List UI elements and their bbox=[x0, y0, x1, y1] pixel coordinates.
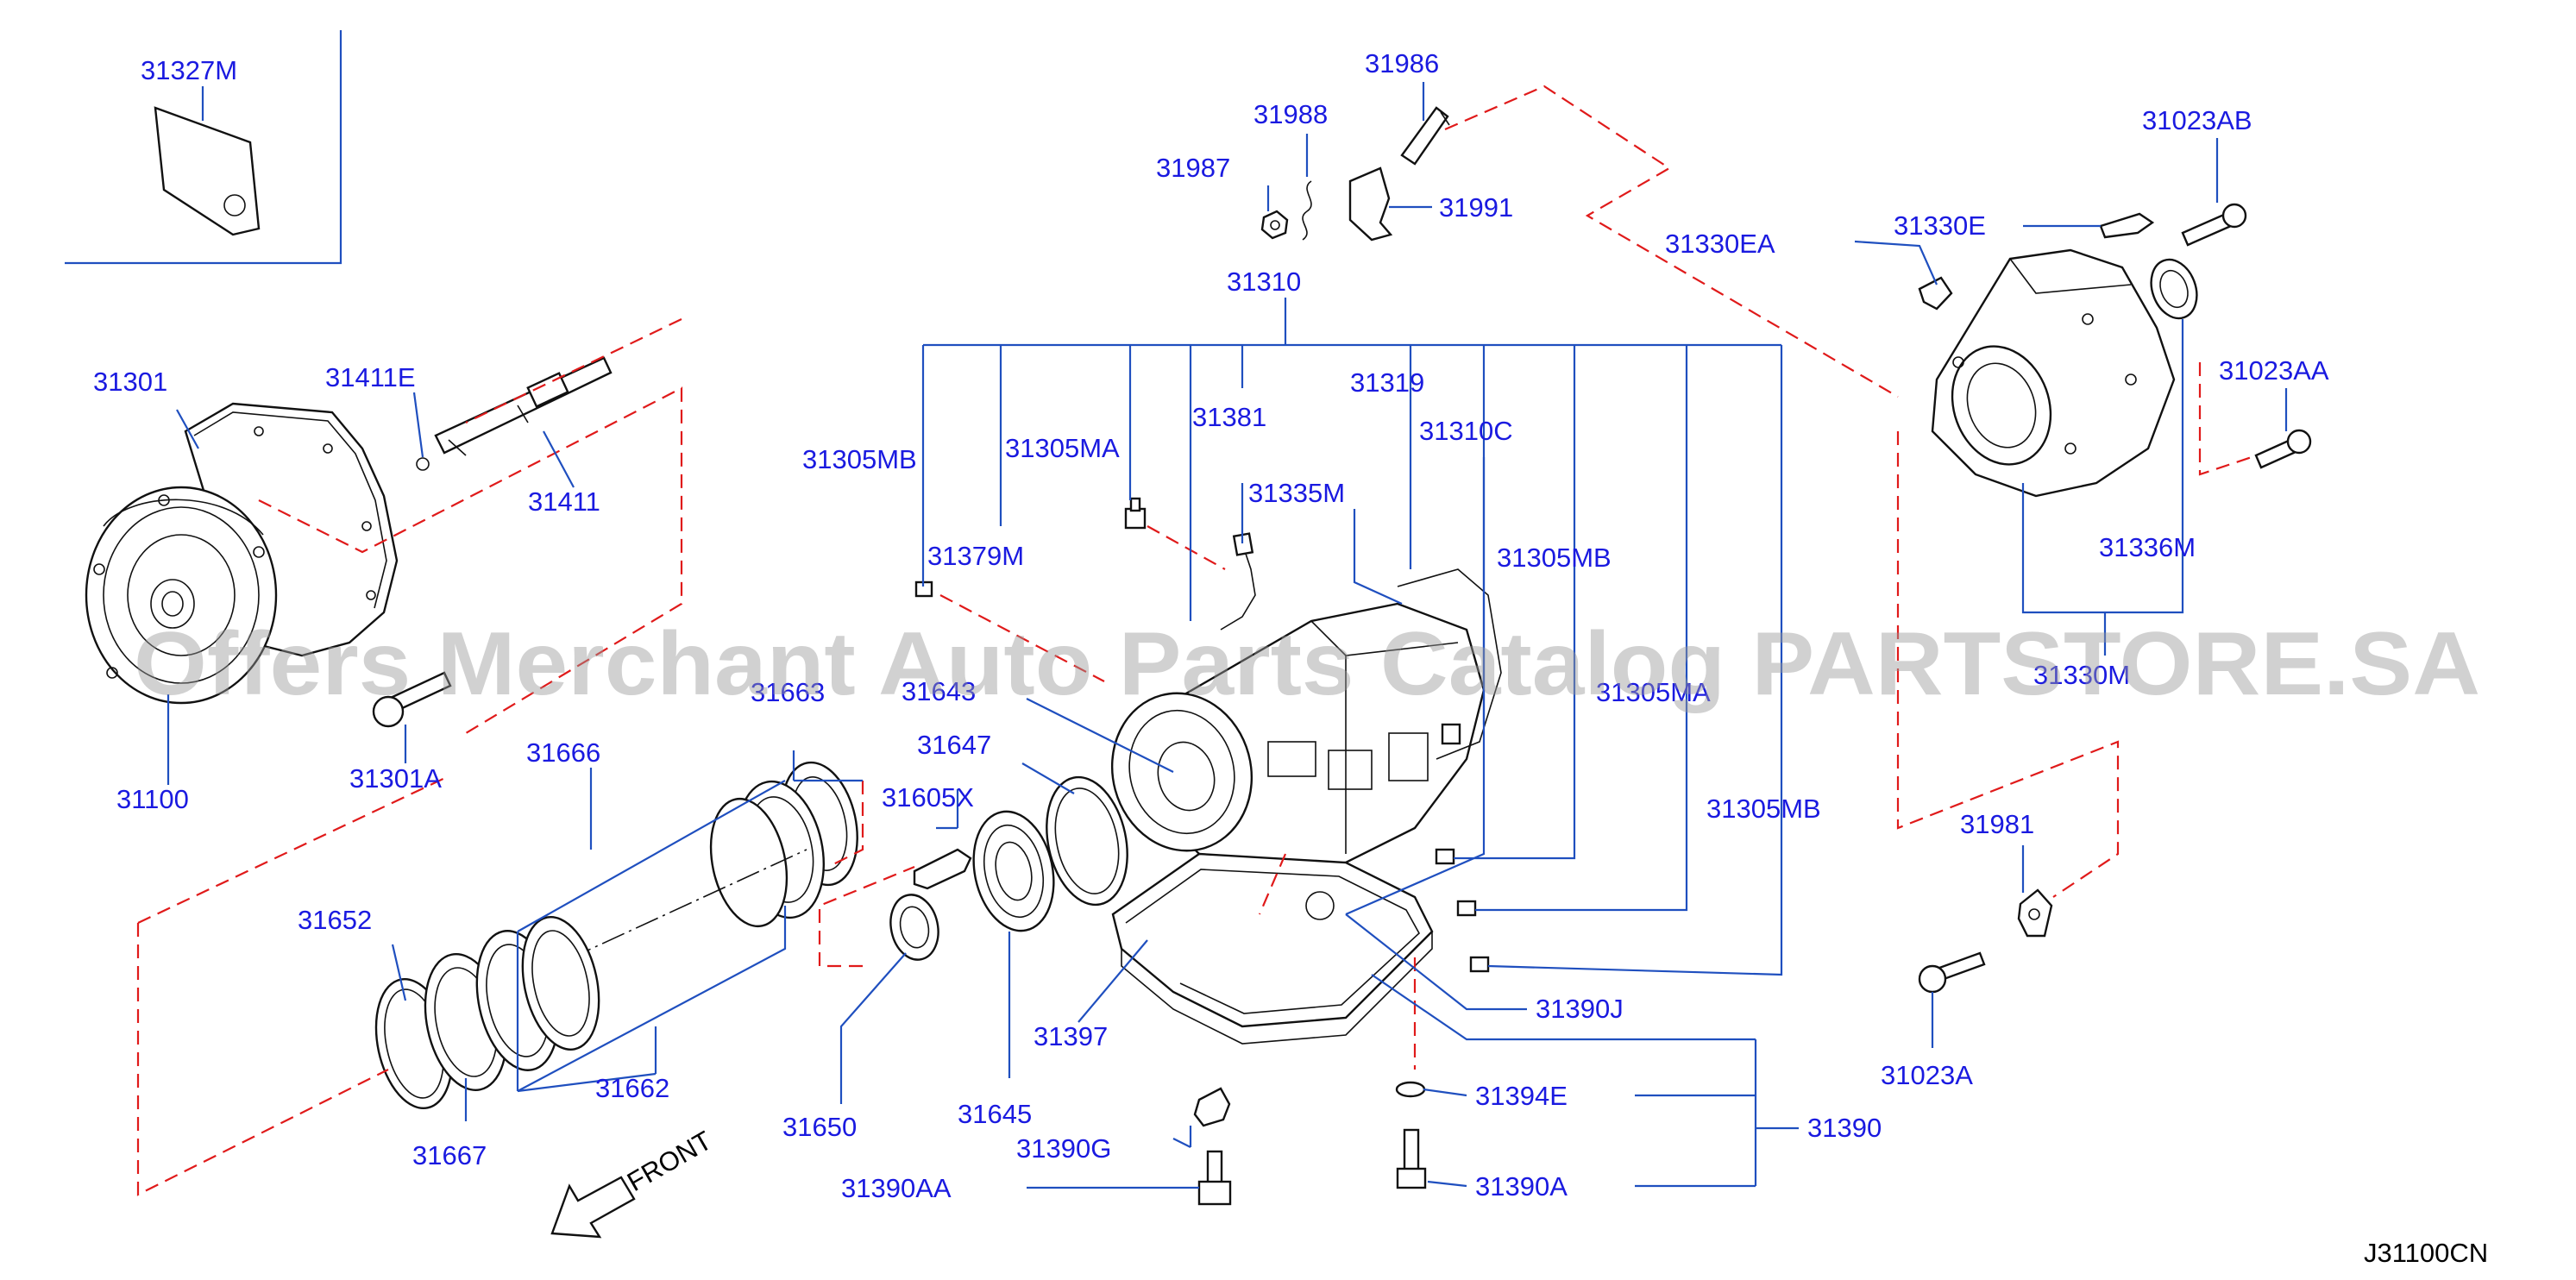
part-31411E-seal-ring bbox=[416, 457, 430, 471]
label-31390J[interactable]: 31390J bbox=[1536, 994, 1624, 1024]
part-31327M-label-plate bbox=[154, 106, 261, 236]
part-31394E-washer bbox=[1395, 1081, 1426, 1098]
part-31023AA-bolt bbox=[2254, 429, 2312, 469]
label-31100[interactable]: 31100 bbox=[116, 784, 189, 814]
label-31023A[interactable]: 31023A bbox=[1881, 1060, 1973, 1090]
label-31319[interactable]: 31319 bbox=[1350, 367, 1424, 398]
label-31305MA-b[interactable]: 31305MA bbox=[1596, 677, 1711, 707]
part-31645-bearing bbox=[972, 810, 1055, 932]
detent-parts-group bbox=[1260, 106, 1450, 242]
watermark-text: Offers Merchant Auto Parts Catalog PARTS… bbox=[134, 614, 2480, 714]
front-arrow: FRONT bbox=[550, 1125, 717, 1239]
front-arrow-icon bbox=[550, 1176, 636, 1239]
part-31336M-oil-seal bbox=[2150, 258, 2198, 320]
label-31301[interactable]: 31301 bbox=[93, 367, 167, 397]
label-31330E[interactable]: 31330E bbox=[1894, 210, 1986, 241]
transmission-case-group bbox=[914, 497, 1502, 1206]
label-31327M[interactable]: 31327M bbox=[141, 55, 237, 85]
label-31397[interactable]: 31397 bbox=[1034, 1021, 1108, 1051]
label-31991[interactable]: 31991 bbox=[1439, 192, 1513, 223]
label-31394E[interactable]: 31394E bbox=[1475, 1081, 1568, 1111]
label-31652[interactable]: 31652 bbox=[298, 905, 372, 935]
label-31667[interactable]: 31667 bbox=[412, 1140, 487, 1170]
label-31390A[interactable]: 31390A bbox=[1475, 1171, 1568, 1202]
label-31310C[interactable]: 31310C bbox=[1419, 416, 1513, 446]
label-31650[interactable]: 31650 bbox=[782, 1112, 857, 1142]
label-31023AB[interactable]: 31023AB bbox=[2142, 105, 2252, 135]
part-31023A-bolt bbox=[1918, 951, 1986, 994]
label-31336M[interactable]: 31336M bbox=[2099, 532, 2196, 562]
label-31645[interactable]: 31645 bbox=[958, 1099, 1032, 1129]
label-31330EA[interactable]: 31330EA bbox=[1665, 229, 1775, 259]
label-31305MB-c[interactable]: 31305MB bbox=[1706, 794, 1821, 824]
label-31305MB-b[interactable]: 31305MB bbox=[1497, 543, 1612, 573]
part-31605X-bracket bbox=[913, 848, 972, 890]
assembly-dashed-lines bbox=[136, 85, 2252, 1196]
label-31986[interactable]: 31986 bbox=[1365, 48, 1439, 78]
label-31988[interactable]: 31988 bbox=[1253, 99, 1328, 129]
label-31643[interactable]: 31643 bbox=[902, 676, 976, 706]
rear-extension-group bbox=[1918, 203, 2312, 994]
part-31305MB-plug-right bbox=[1435, 848, 1490, 973]
label-31666[interactable]: 31666 bbox=[526, 737, 600, 768]
part-31390AA-bolt bbox=[1197, 1150, 1232, 1206]
front-label: FRONT bbox=[622, 1125, 717, 1197]
label-31987[interactable]: 31987 bbox=[1156, 153, 1230, 183]
inset-frame bbox=[65, 30, 342, 265]
label-31310[interactable]: 31310 bbox=[1227, 267, 1301, 297]
part-31411-input-shaft bbox=[434, 356, 613, 456]
part-31650-oil-seal bbox=[889, 894, 939, 961]
label-31301A[interactable]: 31301A bbox=[349, 763, 442, 794]
part-31023AB-bolt bbox=[2181, 203, 2247, 247]
part-31986-pin bbox=[1400, 106, 1450, 166]
label-31379M[interactable]: 31379M bbox=[927, 541, 1024, 571]
part-31381-fill-tube bbox=[1220, 543, 1256, 631]
label-31330M[interactable]: 31330M bbox=[2033, 660, 2130, 690]
clutch-pack-group bbox=[374, 761, 1128, 1110]
label-31663[interactable]: 31663 bbox=[751, 677, 825, 707]
part-31330EA-clip bbox=[1918, 276, 1953, 311]
diagram-code: J31100CN bbox=[2364, 1238, 2488, 1268]
part-31988-spring bbox=[1302, 180, 1312, 241]
part-labels: 31327M 31301 31411E 31411 31100 31301A 3… bbox=[93, 48, 2329, 1203]
label-31381[interactable]: 31381 bbox=[1192, 402, 1266, 432]
part-31305MA-plug bbox=[1124, 497, 1147, 530]
part-31301A-bolt bbox=[372, 671, 452, 728]
label-31411E[interactable]: 31411E bbox=[325, 362, 416, 392]
label-31662[interactable]: 31662 bbox=[595, 1073, 669, 1103]
part-31981-bracket bbox=[2017, 888, 2053, 938]
part-31310C-plug bbox=[1441, 723, 1461, 745]
part-31330E-bracket bbox=[2099, 212, 2155, 239]
torque-converter-housing-group bbox=[85, 356, 613, 728]
label-31390G[interactable]: 31390G bbox=[1016, 1133, 1111, 1164]
label-31605X[interactable]: 31605X bbox=[882, 782, 974, 813]
label-31335M[interactable]: 31335M bbox=[1248, 478, 1345, 508]
part-31390G-bracket bbox=[1193, 1087, 1231, 1127]
label-31981[interactable]: 31981 bbox=[1960, 809, 2034, 839]
label-31390AA[interactable]: 31390AA bbox=[841, 1173, 952, 1203]
part-31991-lever bbox=[1348, 166, 1393, 242]
label-31023AA[interactable]: 31023AA bbox=[2219, 355, 2329, 386]
label-31411[interactable]: 31411 bbox=[528, 486, 600, 517]
label-31305MB-a[interactable]: 31305MB bbox=[802, 444, 917, 474]
part-31987-nut bbox=[1260, 210, 1289, 240]
part-31397-oil-pan bbox=[1111, 852, 1434, 1028]
part-31319-gasket bbox=[1397, 568, 1502, 760]
part-31100-torque-converter bbox=[85, 486, 278, 705]
label-31647[interactable]: 31647 bbox=[917, 730, 991, 760]
leader-lines bbox=[166, 82, 2288, 1189]
label-31305MA-a[interactable]: 31305MA bbox=[1005, 433, 1120, 463]
label-31390[interactable]: 31390 bbox=[1807, 1113, 1882, 1143]
part-31390A-bolt bbox=[1396, 1128, 1427, 1189]
